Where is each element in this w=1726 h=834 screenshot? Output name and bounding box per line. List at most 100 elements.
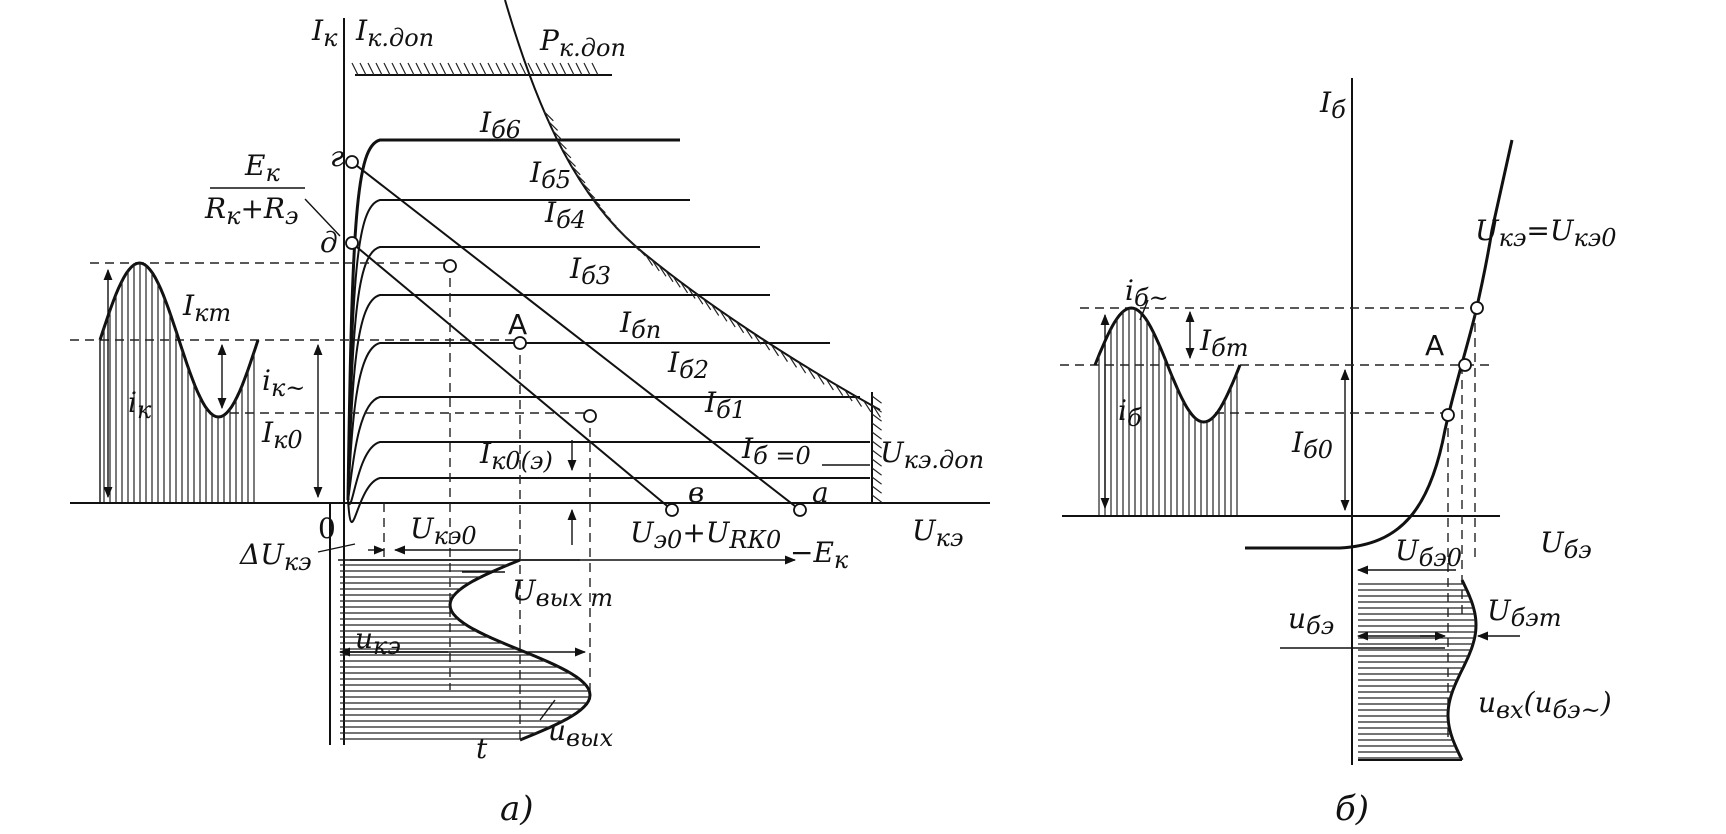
point-A [513,336,527,350]
hatch-mark [383,62,391,76]
hatch-mark [651,259,660,272]
base-current-wave [1093,306,1242,517]
curve-label-ib2: Iб2 [667,346,709,384]
hatch-mark [551,62,559,76]
hatch-mark [570,165,581,176]
delta-leader [317,543,356,553]
curve-label-ib6: Iб6 [479,106,521,144]
hatch-mark [871,467,882,476]
hatch-mark [727,315,736,328]
hatch-mark [744,327,753,339]
hatch-mark [463,62,471,76]
hatch-mark [871,449,882,458]
ik-dop-label: Iк.доп [355,14,434,52]
hatch-mark [770,344,780,357]
hatch-mark [687,287,696,299]
point-b-A-label: А [1425,329,1444,362]
hatch-mark [665,270,674,283]
pk-dop-label: Pк.доп [539,24,626,62]
hatch-mark [672,275,681,288]
ubem-label: Uбэm [1487,594,1561,632]
hatch-mark [391,62,399,76]
hatch-mark [816,373,825,385]
panel-a: Iк Iк.доп Pк.доп Iб6 Iб5 Iб4 Iб3 Iбп Iб2… [70,0,990,829]
hatch-mark [399,62,407,76]
hatch-mark [753,332,762,345]
hatch-mark [871,440,882,449]
hatch-mark [455,62,463,76]
hatch-mark [835,384,844,396]
hatch-mark [871,494,882,503]
output-curve [347,396,860,501]
hatch-mark [447,62,455,76]
input-characteristic [1245,139,1514,550]
ek-leader [304,198,341,237]
output-curve [347,441,870,505]
ib-axis-label: Iб [1319,86,1346,124]
hatch-mark [807,367,816,380]
hatch-mark [871,422,882,431]
ek-denominator: Rк+Rэ [204,192,298,230]
hatch-mark [658,264,667,277]
point-a-label: а [812,476,829,509]
hatch-mark [439,62,447,76]
ue0-urk0-label: Uэ0+URК0 [630,516,781,554]
curve-label-ib4: Iб4 [544,196,586,234]
hatch-mark [580,181,591,192]
minus-ek-label: −Eк [790,536,849,574]
hatch-mark [548,120,559,131]
curve-label-ib3: Iб3 [569,252,611,290]
hatch-mark [479,62,487,76]
ac-load-line [351,242,673,511]
ube-axis-label: Uбэ [1540,526,1592,564]
hatch-mark [797,361,807,374]
uke0-label: Uкэ0 [410,512,477,550]
hatch-mark [679,281,689,294]
curve-label-ib0: Iб =0 [741,432,811,470]
uke-axis-label: Uкэ [912,514,963,552]
pk-dop-hatch [543,111,881,418]
hatch-mark [559,62,567,76]
ik-sine [98,261,260,419]
hatch-mark [471,62,479,76]
ube-label: uбэ [1288,602,1334,640]
point-g-label: г [330,140,344,173]
input-voltage-wave [1358,579,1478,761]
hatch-mark [872,405,881,418]
hatch-mark [871,413,882,422]
curve-label-ib5: Iб5 [529,156,571,194]
point-b-lower [1441,408,1455,422]
output-curve [347,342,830,501]
ik-tilde-label: iк~ [262,364,305,402]
uke-dop-hatch [871,395,882,503]
hatch-mark [552,130,563,141]
ikm-label: Iкm [182,289,231,327]
uout-wave [448,558,592,742]
curve-label-ib1: Iб1 [704,386,746,424]
uout-label: uвых [548,714,614,752]
point-v [665,503,679,517]
panel-a-labels: Iк Iк.доп Pк.доп Iб6 Iб5 Iб4 Iб3 Iбп Iб2… [128,14,984,829]
hatch-mark [590,196,601,207]
hatch-mark [871,395,882,404]
hatch-mark [431,62,439,76]
panel-b-labels: Iб Uкэ=Uкэ0 iб~ Iбm А iб Iб0 Uбэ0 Uбэ Uб… [1118,86,1617,829]
hatch-mark [561,148,572,159]
ik0-label: Iк0 [261,416,303,454]
time-label: t [476,732,488,765]
hatch-mark [825,378,834,391]
ek-numerator: Eк [244,149,280,187]
hatch-mark [585,188,596,199]
hatch-mark [853,395,863,407]
ik-label: iк [128,386,152,424]
delta-uke-label: ΔUкэ [239,538,312,576]
ik-dop-hatch [351,62,599,76]
hatch-mark [511,62,519,76]
hatch-mark [591,62,599,76]
hatch-mark [359,62,367,76]
hatch-mark [566,156,576,167]
hatch-mark [567,62,575,76]
point-b-A [1458,358,1472,372]
